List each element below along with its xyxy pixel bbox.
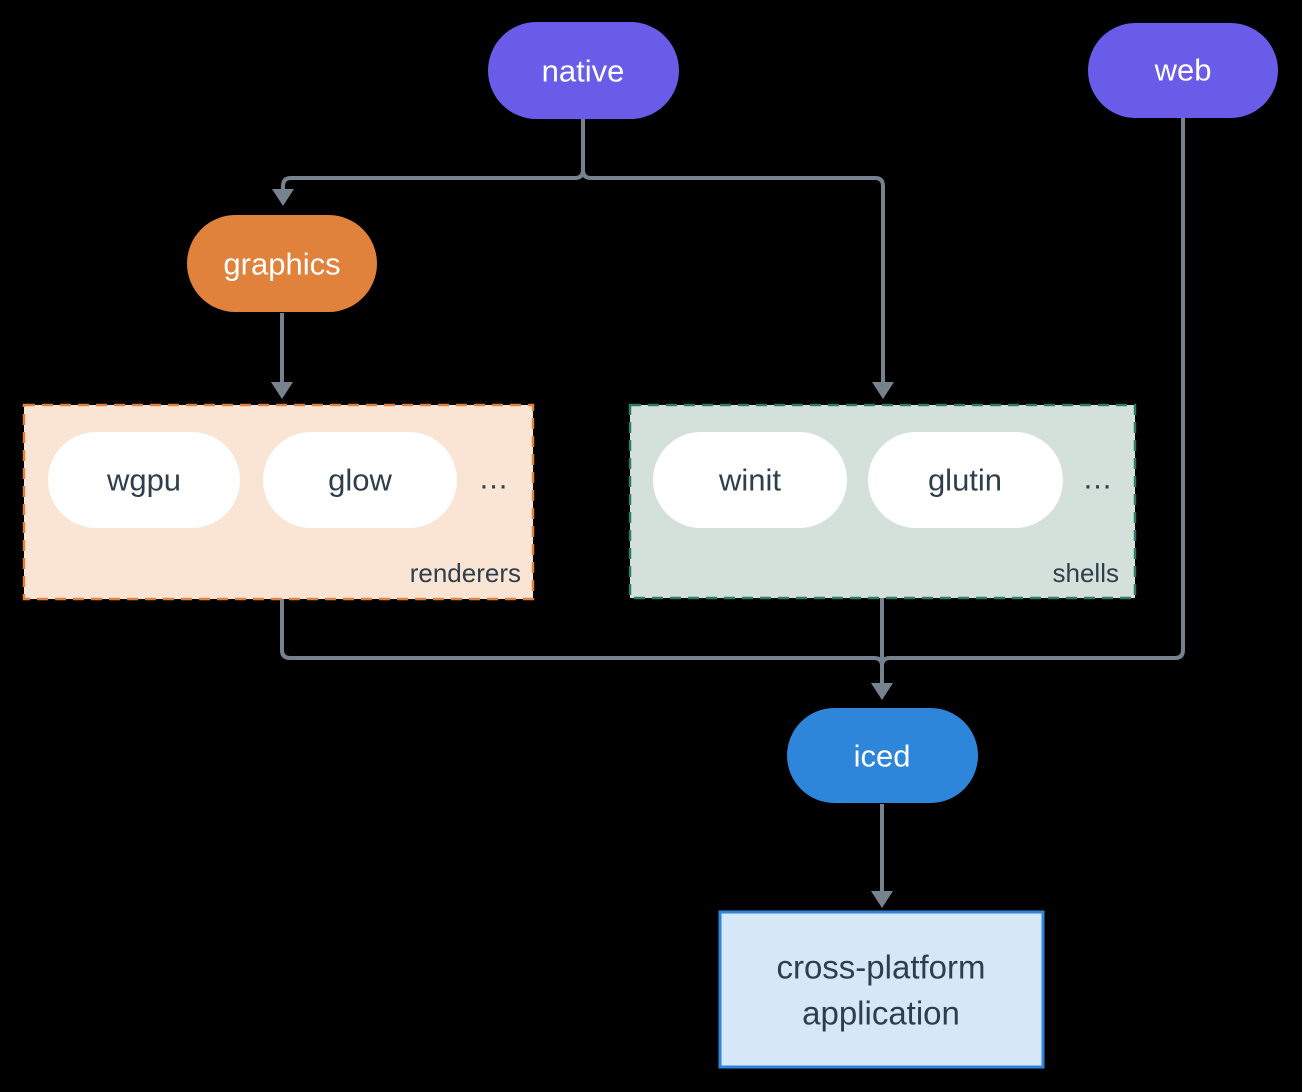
application-box [718, 910, 1045, 1069]
native-pill [488, 22, 679, 119]
node-native: native [488, 22, 679, 119]
arrowhead-into-renderers [271, 382, 293, 399]
arrowhead-into-iced [871, 683, 893, 700]
node-glutin: glutin [868, 432, 1063, 528]
iced-label: iced [854, 739, 911, 774]
edge-native-to-graphics [281, 119, 585, 190]
arrowhead-into-app [871, 891, 893, 908]
winit-pill [653, 432, 847, 528]
node-winit: winit [653, 432, 847, 528]
renderers-ellipsis: ... [480, 461, 509, 496]
winit-label: winit [718, 463, 781, 498]
glow-label: glow [328, 463, 392, 498]
node-cross-platform-application: cross-platform application [718, 910, 1045, 1069]
arrowhead-into-shells [872, 382, 894, 399]
node-web: web [1088, 23, 1278, 118]
glow-pill [263, 432, 457, 528]
edge-native-to-shells [581, 119, 885, 383]
shells-label: shells [1053, 558, 1119, 588]
edges [271, 118, 1185, 908]
node-graphics: graphics [187, 215, 377, 312]
node-iced: iced [787, 708, 978, 803]
web-pill [1088, 23, 1278, 118]
native-label: native [542, 54, 625, 89]
web-label: web [1154, 53, 1212, 88]
renderers-label: renderers [410, 558, 521, 588]
arrowhead-into-graphics [272, 189, 294, 206]
graphics-label: graphics [223, 247, 340, 282]
edge-renderers-to-junction [280, 599, 884, 667]
node-wgpu: wgpu [48, 432, 240, 528]
application-label-line2: application [802, 995, 960, 1032]
shells-ellipsis: ... [1084, 461, 1113, 496]
graphics-pill [187, 215, 377, 312]
glutin-pill [868, 432, 1063, 528]
wgpu-label: wgpu [106, 463, 181, 498]
wgpu-pill [48, 432, 240, 528]
glutin-label: glutin [928, 463, 1002, 498]
application-label-line1: cross-platform [776, 949, 985, 986]
iced-pill [787, 708, 978, 803]
node-glow: glow [263, 432, 457, 528]
